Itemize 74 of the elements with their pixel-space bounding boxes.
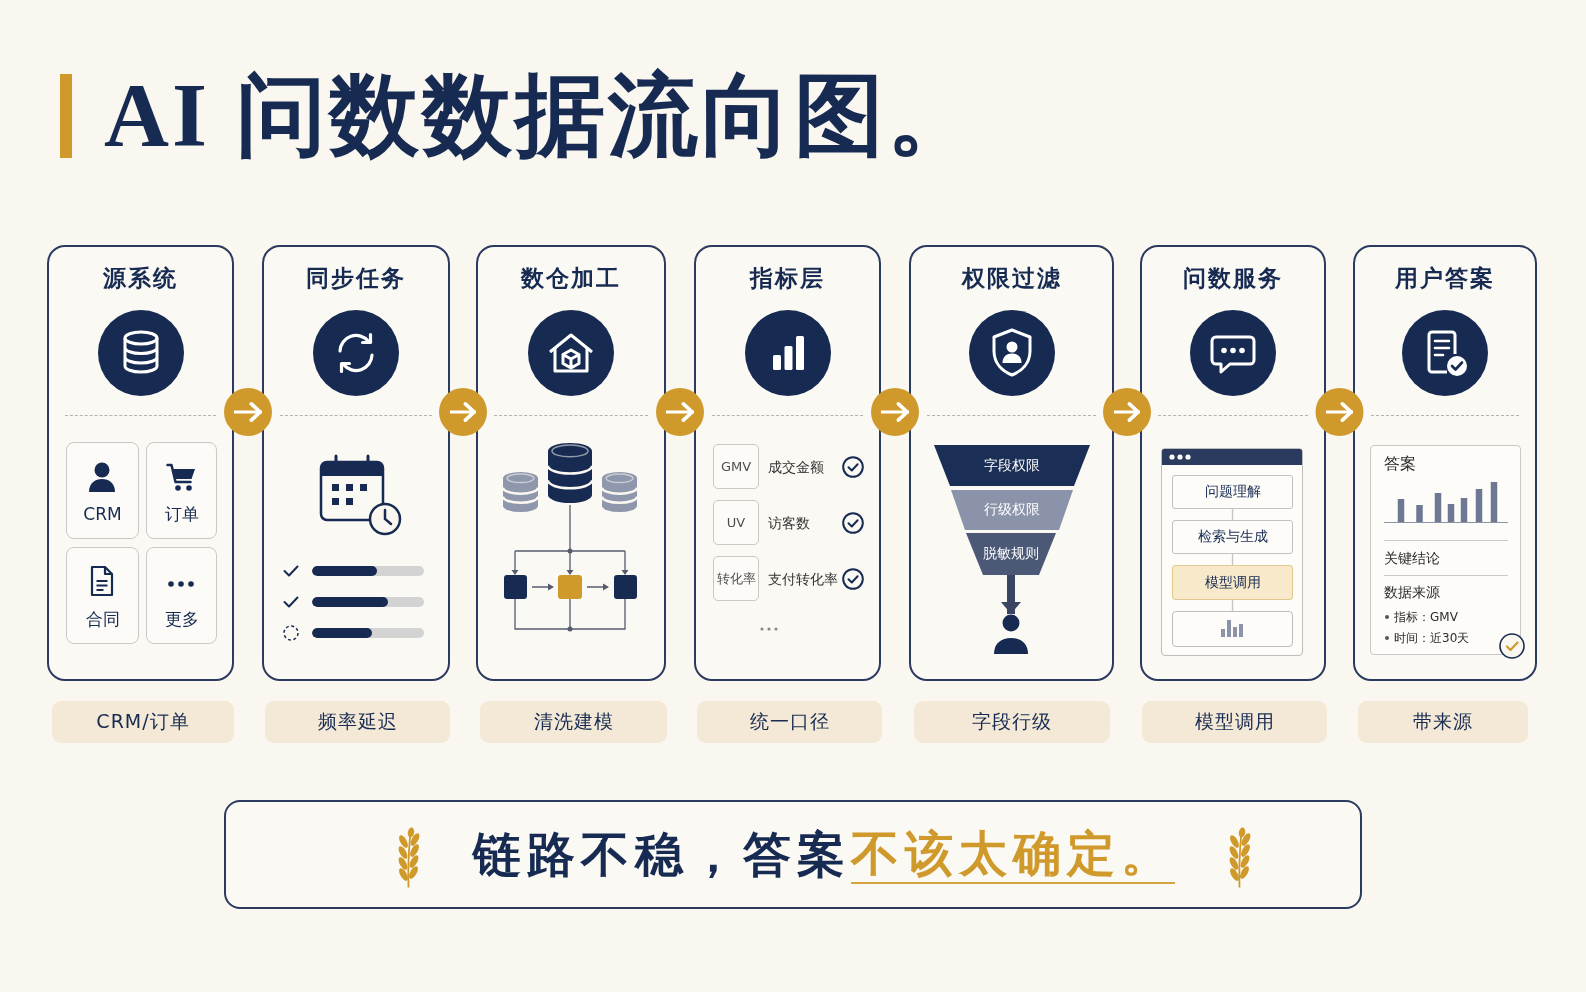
page-title: AI 问数数据流向图。 <box>104 65 980 167</box>
tile-label: 订单 <box>164 503 199 526</box>
stage-tag <box>480 701 667 743</box>
tag-label: 频率延迟 <box>317 709 398 734</box>
tag-label: 统一口径 <box>749 709 830 734</box>
funnel-band <box>934 445 1090 486</box>
step-label: 问题理解 <box>1204 483 1261 501</box>
stage-panel <box>1140 245 1326 681</box>
stage-panel <box>1353 245 1537 681</box>
stage-panel <box>47 245 234 681</box>
card-heading: 答案 <box>1384 454 1416 474</box>
stage-panel <box>476 245 666 681</box>
tile-label: 合同 <box>85 608 120 631</box>
connector-line <box>1231 553 1234 566</box>
tag-label: 模型调用 <box>1194 709 1275 734</box>
funnel-band <box>966 533 1056 575</box>
tag-label: 清洗建模 <box>533 709 614 734</box>
tile-label: CRM <box>83 503 122 526</box>
card-text: 指标：GMV <box>1384 607 1458 627</box>
card-text: 关键结论 <box>1384 549 1440 568</box>
panel-heading: 权限过滤 <box>961 264 1062 293</box>
process-step <box>1172 520 1293 554</box>
panel-heading: 数仓加工 <box>521 264 621 293</box>
tag-label: 字段行级 <box>972 709 1052 734</box>
answer-card <box>1370 445 1521 655</box>
stage-tag <box>1142 701 1327 743</box>
stage-tag <box>52 701 234 743</box>
step-label: 检索与生成 <box>1197 528 1268 546</box>
arrow <box>1001 575 1021 614</box>
card-text: 时间：近30天 <box>1384 628 1470 648</box>
metric-name: 成交金额 <box>768 457 824 477</box>
metric-name: 访客数 <box>768 513 810 533</box>
source-tile <box>66 442 139 539</box>
metric-code: UV <box>726 515 746 530</box>
funnel-band <box>951 490 1073 530</box>
tag-label: CRM/订单 <box>96 709 190 734</box>
panel-heading: 同步任务 <box>306 264 406 293</box>
source-tile <box>146 547 217 644</box>
band-label: 脱敏规则 <box>983 545 1039 563</box>
connector-line <box>1231 599 1234 612</box>
stage-tag <box>914 701 1110 743</box>
panel-heading: 问数服务 <box>1183 264 1283 293</box>
banner-text: 链路不稳，答案 <box>473 826 851 883</box>
stage-panel <box>909 245 1114 681</box>
stage-panel <box>694 245 881 681</box>
metric-code: 转化率 <box>716 569 756 588</box>
metric-code: GMV <box>720 459 752 474</box>
step-label: 模型调用 <box>1204 573 1261 592</box>
stage-tag <box>1358 701 1528 743</box>
metric-tag <box>713 500 759 545</box>
metric-name: 支付转化率 <box>768 569 838 589</box>
source-tile <box>146 442 217 539</box>
tag-label: 带来源 <box>1413 709 1473 734</box>
metric-tag <box>713 556 759 601</box>
process-step <box>1172 475 1293 509</box>
tile-label: 更多 <box>164 608 199 631</box>
band-label: 行级权限 <box>984 501 1040 519</box>
person-icon <box>993 614 1029 654</box>
card-text: 数据来源 <box>1384 583 1440 602</box>
connector-line <box>1231 508 1234 521</box>
band-label: 字段权限 <box>984 456 1040 475</box>
banner-emphasis: 不该太确定。 <box>851 825 1175 884</box>
stage-tag <box>265 701 450 743</box>
summary-banner <box>224 800 1362 909</box>
metric-tag <box>713 444 759 489</box>
app-window <box>1161 448 1303 656</box>
process-step <box>1172 611 1293 647</box>
panel-heading: 源系统 <box>103 264 178 293</box>
panel-heading: 指标层 <box>750 264 825 293</box>
source-tile <box>66 547 139 644</box>
stage-tag <box>697 701 882 743</box>
process-step <box>1172 565 1293 600</box>
panel-heading: 用户答案 <box>1395 264 1495 293</box>
stage-panel <box>262 245 450 681</box>
